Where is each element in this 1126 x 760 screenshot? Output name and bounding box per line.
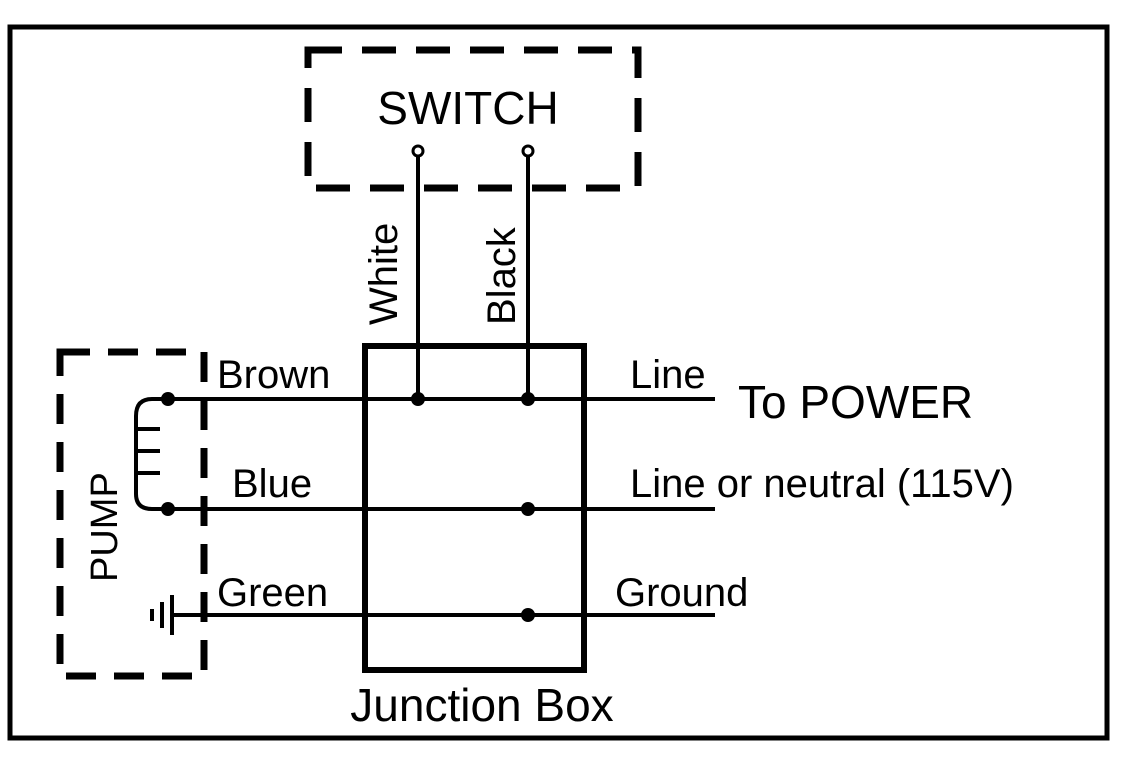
black-wire-label: Black: [480, 226, 524, 325]
white-wire-label: White: [362, 223, 406, 325]
junction-dot: [411, 392, 425, 406]
pump-box: [56, 348, 208, 680]
junction-box-label: Junction Box: [350, 679, 613, 731]
pump-blue-terminal: [161, 502, 175, 516]
brown-wire-label: Brown: [217, 353, 330, 397]
line-label: Line: [630, 353, 706, 397]
pump-winding-icon: [134, 397, 168, 511]
to-power-label: To POWER: [738, 376, 973, 428]
green-wire-label: Green: [217, 571, 328, 615]
junction-dot: [521, 502, 535, 516]
junction-dot: [521, 392, 535, 406]
ground-icon: [150, 595, 200, 635]
pump-brown-terminal: [161, 392, 175, 406]
diagram-frame: [7, 24, 1110, 741]
switch-terminal-black: [521, 144, 535, 158]
junction-dot: [521, 608, 535, 622]
switch-box: [304, 46, 642, 192]
switch-label: SWITCH: [377, 82, 558, 134]
blue-wire-label: Blue: [232, 462, 312, 506]
line-or-neutral-label: Line or neutral (115V): [630, 462, 1014, 506]
pump-label: PUMP: [84, 472, 126, 582]
ground-label: Ground: [615, 571, 748, 615]
switch-terminal-white: [411, 144, 425, 158]
